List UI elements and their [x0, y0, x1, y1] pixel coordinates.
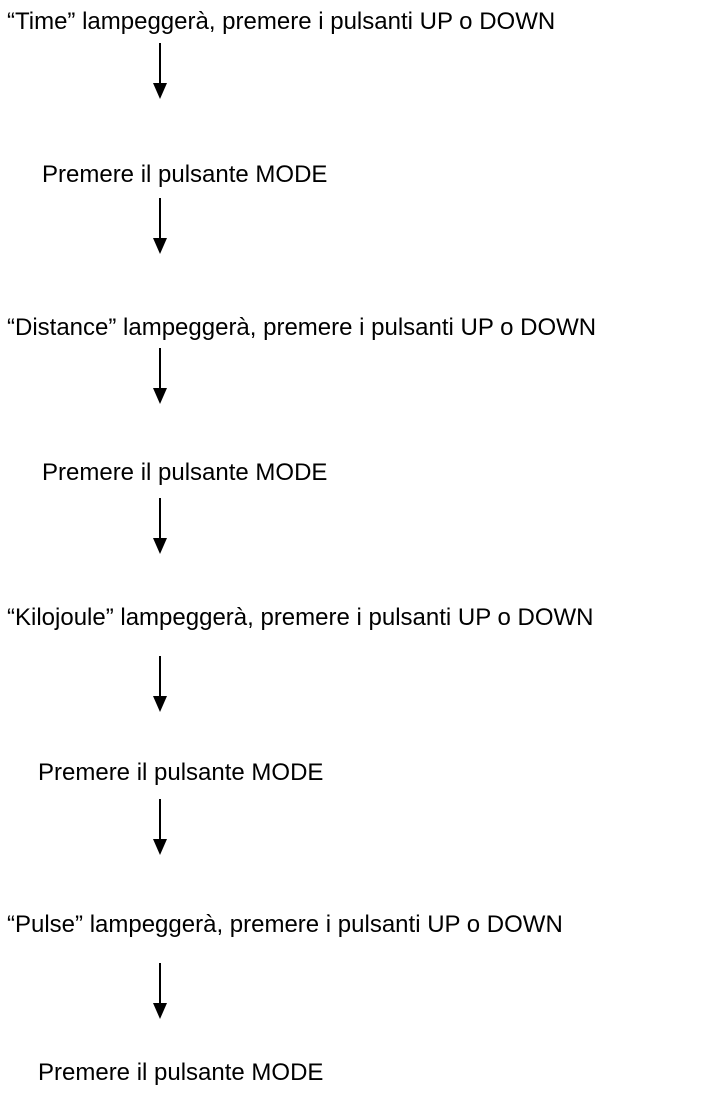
- arrow-down-icon: [148, 198, 172, 254]
- step-distance-blink: “Distance” lampeggerà, premere i pulsant…: [7, 314, 597, 341]
- arrow-down-icon: [148, 498, 172, 554]
- step-press-mode: Premere il pulsante MODE: [42, 459, 328, 486]
- arrow-down-icon: [148, 43, 172, 99]
- step-press-mode: Premere il pulsante MODE: [42, 161, 328, 188]
- arrow-down-icon: [148, 348, 172, 404]
- step-kilojoule-blink: “Kilojoule” lampeggerà, premere i pulsan…: [7, 604, 594, 631]
- arrow-down-icon: [148, 799, 172, 855]
- step-time-blink: “Time” lampeggerà, premere i pulsanti UP…: [7, 8, 556, 35]
- step-press-mode: Premere il pulsante MODE: [38, 1059, 324, 1086]
- step-press-mode: Premere il pulsante MODE: [38, 759, 324, 786]
- step-pulse-blink: “Pulse” lampeggerà, premere i pulsanti U…: [7, 911, 563, 938]
- arrow-down-icon: [148, 963, 172, 1019]
- arrow-down-icon: [148, 656, 172, 712]
